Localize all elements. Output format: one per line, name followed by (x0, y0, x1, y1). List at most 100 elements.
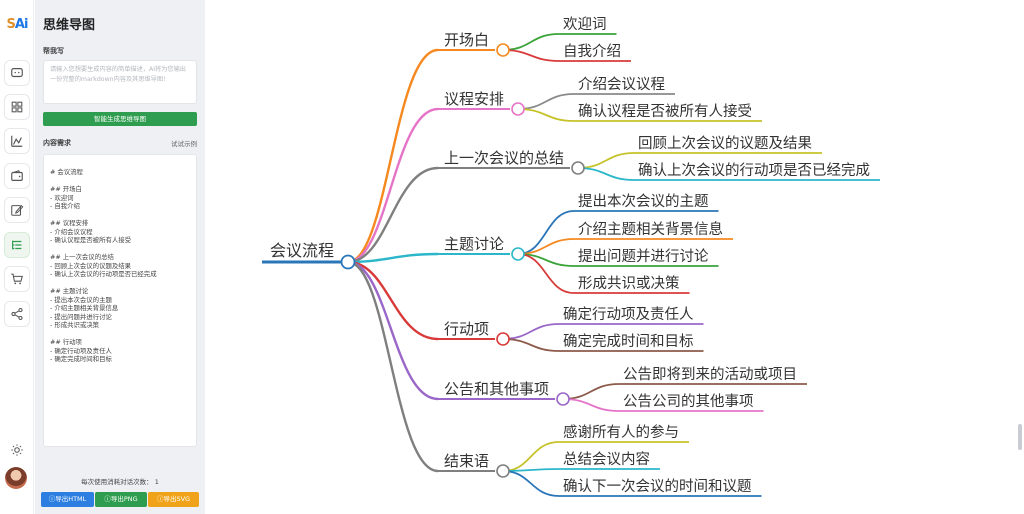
rail-wallet-button[interactable] (4, 163, 30, 189)
export-png-button[interactable]: ⓘ导出PNG (95, 492, 147, 507)
markdown-line: - 介绍主题相关背景信息 (50, 304, 119, 312)
branch-node-label[interactable]: 行动项 (444, 320, 489, 338)
chat-icon (11, 68, 23, 78)
rail-cart-button[interactable] (4, 266, 30, 292)
markdown-line (50, 245, 190, 254)
helper-label: 帮我写 (43, 47, 64, 55)
branch-edge (347, 252, 439, 264)
child-node-label[interactable]: 确认议程是否被所有人接受 (578, 103, 752, 120)
branch-collapse-toggle[interactable] (496, 332, 510, 346)
panel-title: 思维导图 (43, 18, 96, 33)
branch-edge (347, 260, 439, 401)
child-node-label[interactable]: 介绍会议议程 (578, 76, 665, 93)
export-png-icon: ⓘ (104, 495, 111, 503)
mindmap-canvas[interactable]: 会议流程 开场白 欢迎词自我介绍议程安排 介绍会议议程确认议程是否被所有人接受上一次会… (206, 0, 1024, 514)
share-icon (11, 307, 23, 321)
markdown-line: ## 议程安排 (50, 219, 89, 227)
branch-node-label[interactable]: 公告和其他事项 (444, 380, 549, 398)
child-edge (502, 323, 560, 340)
child-node-label[interactable]: 确认下一次会议的时间和议题 (563, 478, 752, 495)
child-node-label[interactable]: 形成共识或决策 (578, 275, 680, 292)
markdown-line: - 自我介绍 (50, 202, 80, 210)
rail-grid-button[interactable] (4, 94, 30, 120)
child-node-label[interactable]: 提出问题并进行讨论 (578, 248, 709, 265)
export-html-icon: ⓘ (48, 495, 56, 503)
child-node-label[interactable]: 公告即将到来的活动或项目 (623, 366, 797, 383)
markdown-line: - 提出本次会议的主题 (50, 295, 112, 304)
branch-collapse-toggle[interactable] (511, 247, 525, 261)
markdown-line: - 确定行动项及责任人 (50, 346, 112, 355)
markdown-line: - 欢迎词 (50, 193, 74, 202)
theme-toggle-button[interactable] (4, 437, 30, 463)
child-node-label[interactable]: 总结会议内容 (563, 451, 650, 468)
export-html-label: 导出HTML (55, 495, 87, 503)
child-node-label[interactable]: 确认上次会议的行动项是否已经完成 (638, 162, 870, 179)
markdown-line: - 确认上次会议的行动项是否已经完成 (50, 270, 157, 278)
child-edge (502, 338, 560, 352)
markdown-line: - 介绍会议议程 (50, 227, 93, 236)
branch-node-label[interactable]: 上一次会议的总结 (444, 149, 564, 167)
child-edge (502, 441, 560, 472)
child-node-label[interactable]: 提出本次会议的主题 (578, 193, 709, 210)
child-node-label[interactable]: 公告公司的其他事项 (623, 393, 754, 410)
rail-chat-button[interactable] (4, 60, 30, 86)
child-edge (502, 49, 560, 62)
child-edge (517, 253, 575, 294)
branch-collapse-toggle[interactable] (556, 392, 570, 406)
markdown-line: - 形成共识或决策 (50, 321, 100, 329)
child-node-label[interactable]: 介绍主题相关背景信息 (578, 221, 723, 238)
try-example-link[interactable]: 试试示例 (171, 140, 197, 148)
user-avatar[interactable] (5, 467, 27, 489)
branch-edge (347, 260, 439, 473)
root-collapse-toggle[interactable] (340, 254, 356, 270)
markdown-line: - 提出问题并进行讨论 (50, 312, 112, 321)
rail-edit-button[interactable] (4, 197, 30, 223)
child-edge (562, 383, 620, 400)
rail-chart-button[interactable] (4, 128, 30, 154)
wallet-icon (11, 170, 23, 181)
export-svg-label: 导出SVG (163, 495, 191, 503)
branch-node-label[interactable]: 议程安排 (444, 90, 504, 108)
child-edge (562, 398, 620, 412)
side-panel: 思维导图 帮我写 请输入您想要生成内容的简单描述，AI将为您输出一份完整的mar… (35, 0, 205, 514)
rail-mindmap-button[interactable] (4, 232, 30, 258)
export-html-button[interactable]: ⓘ导出HTML (41, 492, 94, 507)
branch-node-label[interactable]: 结束语 (444, 452, 489, 470)
app-logo: SAi (3, 14, 31, 36)
mindmap-icon (12, 240, 22, 250)
markdown-line: - 确认议程是否被所有人接受 (50, 236, 132, 244)
child-node-label[interactable]: 感谢所有人的参与 (563, 424, 679, 441)
branch-collapse-toggle[interactable] (571, 161, 585, 175)
child-node-label[interactable]: 自我介绍 (563, 43, 621, 60)
child-node-label[interactable]: 确定完成时间和目标 (563, 333, 694, 350)
chart-icon (11, 135, 23, 147)
usage-text: 每次使用消耗对话次数： 1 (81, 478, 159, 486)
child-node-label[interactable]: 欢迎词 (563, 16, 607, 33)
root-node-label[interactable]: 会议流程 (270, 241, 334, 260)
markdown-line: # 会议流程 (50, 168, 83, 176)
child-edge (517, 108, 575, 122)
branch-node-label[interactable]: 主题讨论 (444, 235, 504, 253)
markdown-editor[interactable]: # 会议流程## 开场白- 欢迎词- 自我介绍## 议程安排- 介绍会议议程- … (43, 154, 197, 447)
markdown-line: - 确定完成时间和目标 (50, 355, 112, 363)
edit-icon (11, 204, 24, 216)
branch-collapse-toggle[interactable] (496, 464, 510, 478)
child-edge (517, 210, 575, 255)
markdown-line (50, 211, 190, 220)
child-node-label[interactable]: 确定行动项及责任人 (563, 306, 694, 323)
export-svg-button[interactable]: ⓘ导出SVG (148, 492, 199, 507)
prompt-input[interactable]: 请输入您想要生成内容的简单描述，AI将为您输出一份完整的markdown内容及其… (43, 60, 197, 104)
logo-s: S (6, 17, 16, 32)
branch-collapse-toggle[interactable] (496, 43, 510, 57)
cart-icon (11, 273, 23, 285)
markdown-line (50, 177, 190, 186)
rail-share-button[interactable] (4, 301, 30, 327)
branch-node-label[interactable]: 开场白 (444, 31, 489, 49)
child-node-label[interactable]: 回顾上次会议的议题及结果 (638, 135, 812, 152)
branch-collapse-toggle[interactable] (511, 102, 525, 116)
child-edge (502, 470, 560, 497)
generate-mindmap-button[interactable]: 智能生成思维导图 (43, 112, 197, 126)
scrollbar-handle[interactable] (1018, 424, 1022, 450)
markdown-line: - 回顾上次会议的议题及结果 (50, 261, 132, 270)
